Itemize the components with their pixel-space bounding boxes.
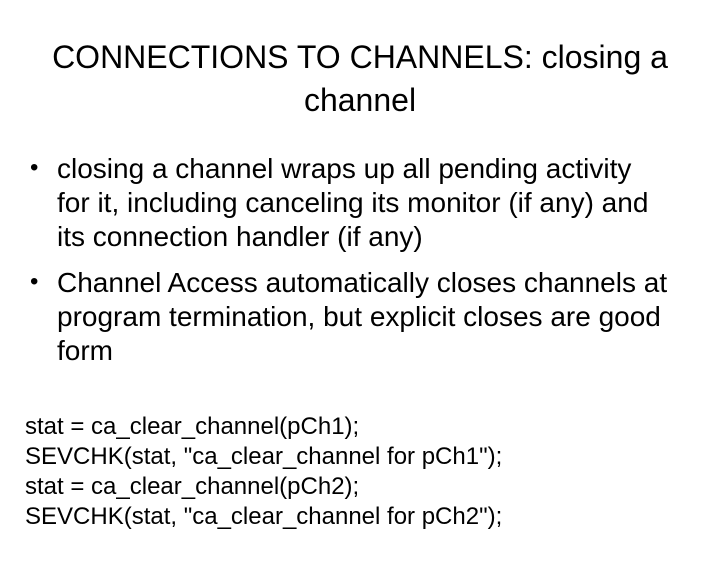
bullet-marker-icon: • xyxy=(30,268,39,296)
bullet-item: • closing a channel wraps up all pending… xyxy=(0,152,670,254)
code-line: stat = ca_clear_channel(pCh2); xyxy=(25,473,360,501)
presentation-slide: CONNECTIONS TO CHANNELS: closing a chann… xyxy=(0,21,720,561)
slide-title: CONNECTIONS TO CHANNELS: closing a chann… xyxy=(52,39,668,119)
code-line: SEVCHK(stat, "ca_clear_channel for pCh1"… xyxy=(25,443,503,471)
code-line: stat = ca_clear_channel(pCh1); xyxy=(25,413,360,441)
bullet-text: Channel Access automatically closes chan… xyxy=(57,267,668,367)
code-line: SEVCHK(stat, "ca_clear_channel for pCh2"… xyxy=(25,503,503,531)
code-block: stat = ca_clear_channel(pCh1); SEVCHK(st… xyxy=(25,412,720,532)
bullet-text: closing a channel wraps up all pending a… xyxy=(57,153,649,253)
bullet-marker-icon: • xyxy=(30,154,39,182)
bullet-list: • closing a channel wraps up all pending… xyxy=(0,152,720,368)
bullet-item: • Channel Access automatically closes ch… xyxy=(0,266,670,368)
